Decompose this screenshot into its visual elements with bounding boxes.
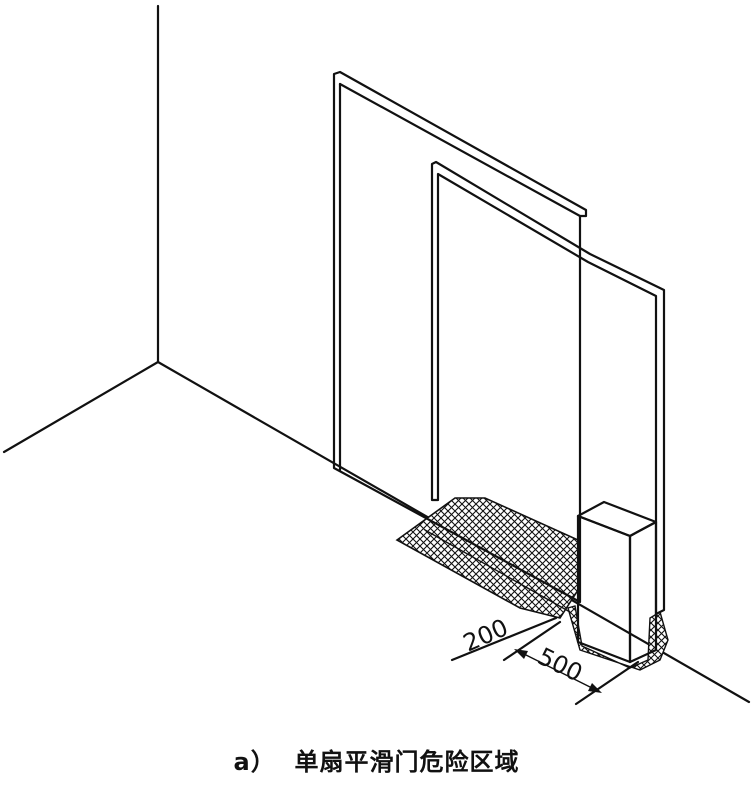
post-side	[628, 520, 658, 664]
door-leaf	[332, 70, 588, 604]
dim-500-ext-left	[502, 620, 562, 662]
dim-500-arrow-left	[514, 649, 528, 659]
door-leaf-outer	[332, 70, 588, 604]
post-front	[576, 514, 632, 664]
room-corner	[2, 4, 751, 704]
door-opening	[430, 160, 666, 616]
door-track-line	[424, 529, 571, 613]
dim-500-line	[519, 651, 597, 691]
caption-title: 单扇平滑门危险区域	[294, 748, 520, 776]
door-leaf-inner-top	[338, 82, 582, 218]
dim-500-arrow-right	[588, 683, 602, 693]
door-opening-frame	[430, 160, 666, 616]
figure-caption: a） 单扇平滑门危险区域	[0, 742, 753, 777]
dim-500-ext-right	[574, 660, 640, 706]
dim-200-label: 200	[459, 613, 512, 657]
caption-index: a）	[233, 748, 276, 776]
protective-post	[576, 500, 658, 664]
floor-left-edge	[2, 360, 160, 454]
dim-200-leader	[450, 616, 558, 662]
